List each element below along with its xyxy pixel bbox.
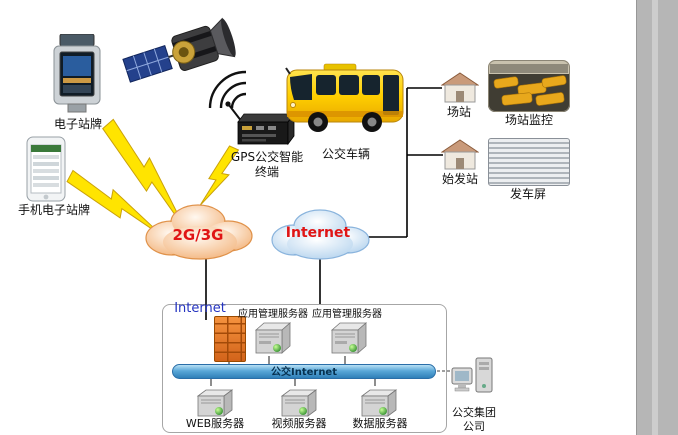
video-server-label: 视频服务器 xyxy=(271,417,327,430)
app-server-1-label: 应用管理服务器 xyxy=(238,309,308,320)
web-server-label: WEB服务器 xyxy=(185,417,245,430)
bus-icon xyxy=(284,58,406,138)
cloud-internet-label: Internet xyxy=(285,225,351,241)
station-monitor-photo xyxy=(488,60,570,112)
server-connectors xyxy=(210,356,376,386)
cloud-internet xyxy=(264,202,372,262)
kiosk-label: 电子站牌 xyxy=(53,117,102,131)
computer-workstation-icon xyxy=(450,350,496,408)
bus-label: 公交车辆 xyxy=(321,147,370,161)
phone-label: 手机电子站牌 xyxy=(17,203,90,217)
box-internet-label: Internet xyxy=(174,301,226,316)
gps-terminal-label: GPS公交智能 终端 xyxy=(230,150,304,179)
firewall-icon xyxy=(214,316,246,362)
data-server-label: 数据服务器 xyxy=(352,417,408,430)
data-server-icon xyxy=(358,386,398,418)
station-label: 场站 xyxy=(446,105,471,119)
departure-screen-label: 发车屏 xyxy=(509,187,546,201)
app-server-1-icon xyxy=(250,320,292,356)
video-server-icon xyxy=(278,386,318,418)
origin-station-label: 始发站 xyxy=(441,172,478,186)
bus-internet-bar: 公交Internet xyxy=(172,364,436,379)
page-edge-sliver xyxy=(652,0,658,435)
server-room-box xyxy=(162,304,447,433)
mobile-phone-icon xyxy=(20,136,72,202)
page-edge xyxy=(636,0,678,435)
lightning-bolt-terminal xyxy=(197,144,239,211)
cloud-2g3g-label: 2G/3G xyxy=(172,226,224,244)
group-company-label: 公交集团 公司 xyxy=(452,406,496,433)
cloud-2g3g xyxy=(138,196,258,264)
electronic-stop-kiosk-icon xyxy=(46,34,108,116)
station-monitor-label: 场站监控 xyxy=(504,113,553,127)
satellite-icon xyxy=(118,6,238,102)
origin-station-house-icon xyxy=(441,139,479,171)
app-server-2-label: 应用管理服务器 xyxy=(312,309,382,320)
web-server-icon xyxy=(194,386,234,418)
station-house-icon xyxy=(441,72,479,104)
radio-signal-icon xyxy=(196,56,250,110)
bus-connectors xyxy=(205,87,443,320)
lightning-bolt-kiosk xyxy=(97,118,202,233)
lightning-bolt-phone xyxy=(64,169,172,240)
app-server-2-icon xyxy=(326,320,368,356)
departure-screen-photo xyxy=(488,138,570,186)
gps-terminal-icon xyxy=(214,96,296,152)
